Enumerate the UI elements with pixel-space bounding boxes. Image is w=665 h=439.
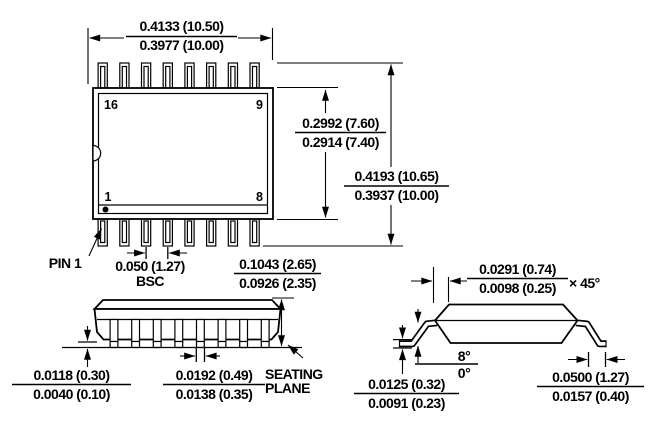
dim-lead-width: 0.0192 (0.49) 0.0138 (0.35)	[163, 348, 265, 402]
dim-lead-pitch-value: 0.050 (1.27)	[115, 258, 185, 274]
pin-number-8: 8	[256, 190, 263, 204]
dim-overall-width-max: 0.4193 (10.65)	[354, 168, 438, 184]
end-view-body	[433, 303, 579, 344]
dim-foot-length-max: 0.0500 (1.27)	[552, 369, 629, 385]
pin1-label: PIN 1	[49, 255, 82, 271]
dim-body-width-max: 0.2992 (7.60)	[302, 115, 379, 131]
dim-lead-angle: 8° 0°	[415, 348, 478, 381]
dim-lead-width-min: 0.0138 (0.35)	[176, 386, 253, 402]
pin-number-9: 9	[256, 98, 263, 112]
end-view-right-lead	[575, 319, 607, 348]
end-view-left-lead	[398, 319, 438, 348]
pin1-callout: PIN 1	[49, 228, 103, 271]
dim-chamfer-angle-suffix: × 45°	[569, 275, 600, 291]
bottom-pins	[97, 218, 260, 247]
side-view-leads	[109, 318, 270, 349]
dim-standoff-min: 0.0040 (0.10)	[33, 386, 110, 402]
dim-overall-width-min: 0.3937 (10.00)	[354, 187, 438, 203]
dim-foot-length: 0.0500 (1.27) 0.0157 (0.40)	[537, 352, 644, 404]
pin-number-16: 16	[104, 98, 118, 112]
dim-overall-height: 0.1043 (2.65) 0.0926 (2.35)	[234, 256, 321, 347]
dim-lead-width-max: 0.0192 (0.49)	[176, 367, 253, 383]
side-view-top-face	[92, 299, 283, 310]
dim-lead-angle-min: 0°	[458, 365, 470, 381]
end-view	[398, 303, 607, 348]
seating-plane-label-2: PLANE	[265, 380, 310, 396]
dim-chamfer-min: 0.0098 (0.25)	[479, 280, 556, 296]
dim-standoff-max: 0.0118 (0.30)	[33, 367, 109, 383]
package-body-top-view	[92, 87, 274, 220]
dim-lead-angle-max: 8°	[458, 348, 470, 364]
dim-package-length: 0.4133 (10.50) 0.3977 (10.00)	[87, 18, 274, 84]
dim-lead-thickness-max: 0.0125 (0.32)	[368, 376, 445, 392]
dim-chamfer: 0.0291 (0.74) 0.0098 (0.25) × 45°	[411, 261, 600, 303]
dim-lead-thickness: 0.0125 (0.32) 0.0091 (0.23)	[354, 309, 459, 411]
dim-body-width-min: 0.2914 (7.40)	[302, 134, 379, 150]
pin1-index-notch	[92, 144, 102, 162]
dim-overall-width: 0.4193 (10.65) 0.3937 (10.00)	[263, 62, 449, 247]
top-pins	[97, 62, 260, 89]
dim-overall-height-min: 0.0926 (2.35)	[239, 275, 316, 291]
dim-lead-pitch: 0.050 (1.27) BSC	[115, 247, 187, 289]
dim-lead-pitch-note: BSC	[136, 273, 164, 289]
dim-package-length-min: 0.3977 (10.00)	[139, 37, 223, 53]
dim-chamfer-max: 0.0291 (0.74)	[479, 261, 556, 277]
side-view-front-face	[93, 308, 282, 341]
top-view: 16 9 1 8	[92, 62, 274, 247]
dim-package-length-max: 0.4133 (10.50)	[139, 18, 223, 34]
dim-overall-height-max: 0.1043 (2.65)	[239, 256, 316, 272]
pin-number-1: 1	[105, 190, 112, 204]
dim-foot-length-min: 0.0157 (0.40)	[552, 388, 629, 404]
side-view	[62, 299, 302, 349]
dim-lead-thickness-min: 0.0091 (0.23)	[368, 395, 445, 411]
seating-plane-callout: SEATING PLANE	[265, 344, 324, 396]
dim-body-width: 0.2992 (7.60) 0.2914 (7.40)	[277, 86, 386, 221]
seating-plane-label-1: SEATING	[265, 366, 323, 382]
dim-standoff: 0.0118 (0.30) 0.0040 (0.10)	[12, 326, 131, 402]
pin1-dot	[102, 206, 109, 213]
